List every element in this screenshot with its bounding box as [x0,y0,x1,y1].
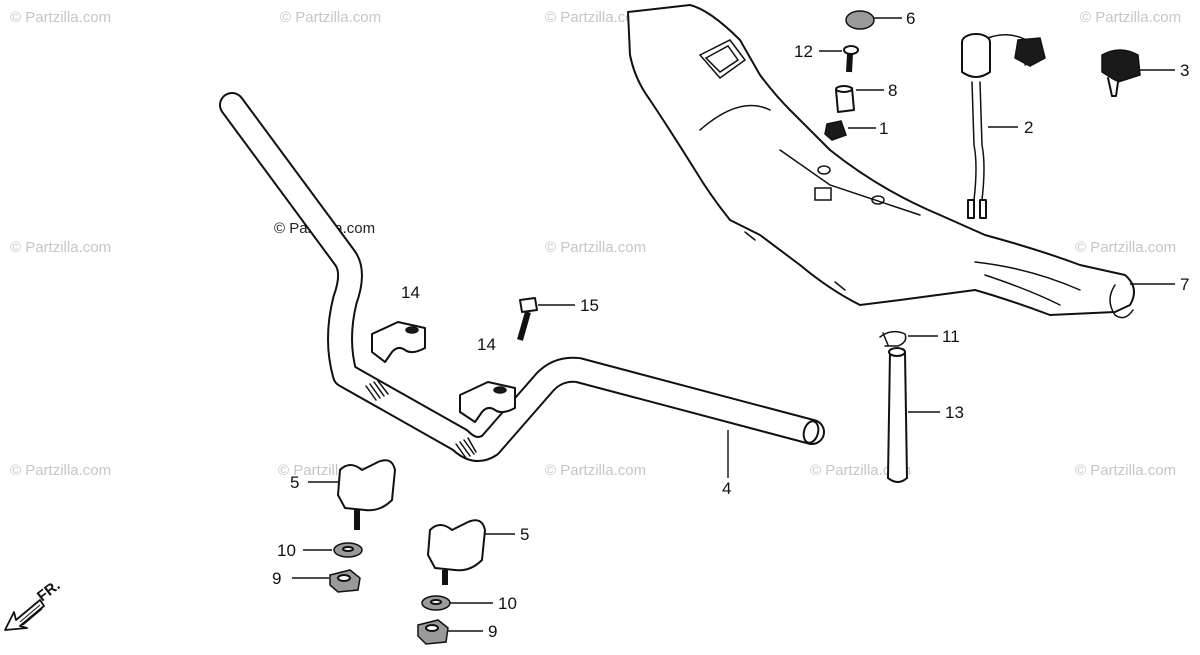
callout-5a: 5 [290,473,299,492]
key-part-3 [1101,49,1141,97]
watermark: © Partzilla.com [1075,239,1176,256]
nut-part-9b [417,619,449,645]
screw-part-12 [843,45,859,73]
washer-part-10a [333,542,363,558]
watermark: © Partzilla.com [10,462,111,479]
watermark: © Partzilla.com [545,462,646,479]
hose-part-13 [887,347,908,483]
callout-14a: 14 [401,283,420,302]
watermark: © Partzilla.com [1080,9,1181,26]
callout-13: 13 [945,403,964,422]
watermark: © Partzilla.com [280,9,381,26]
callout-3: 3 [1180,61,1189,80]
callout-14b: 14 [477,335,496,354]
callout-6: 6 [906,9,915,28]
watermark: © Partzilla.com [810,462,911,479]
callout-10b: 10 [498,594,517,613]
nut-part-9a [329,569,361,593]
lower-holder-5b [427,519,486,585]
watermark: © Partzilla.com [545,239,646,256]
watermark: © Partzilla.com [10,9,111,26]
callout-10a: 10 [277,541,296,560]
bolt-part-15 [517,297,538,341]
handlebar-cover [627,4,1135,319]
upper-holder-14b [459,381,516,423]
washer-part-10b [421,595,451,611]
collar-part-8 [835,85,855,113]
handlebar-tube [219,92,825,462]
callout-11: 11 [942,327,960,346]
callout-7: 7 [1180,275,1189,294]
callout-8: 8 [888,81,897,100]
watermark: © Partzilla.com [10,239,111,256]
callout-4: 4 [722,479,731,498]
front-direction-arrow-icon [4,599,45,631]
upper-holder-14a [371,321,426,363]
knurling-marks [365,380,477,459]
watermark: © Partzilla.com [545,9,646,26]
ignition-switch [961,33,1046,219]
clip-part-11 [879,330,907,347]
cap-part-6 [845,10,875,30]
callout-2: 2 [1024,118,1033,137]
lower-holder-5a [337,459,396,530]
callout-5b: 5 [520,525,529,544]
callout-9a: 9 [272,569,281,588]
callout-1: 1 [879,119,888,138]
callout-9b: 9 [488,622,497,641]
callout-12: 12 [794,42,813,61]
watermark: © Partzilla.com [1075,462,1176,479]
callout-15: 15 [580,296,599,315]
nut-part-1 [824,120,847,141]
